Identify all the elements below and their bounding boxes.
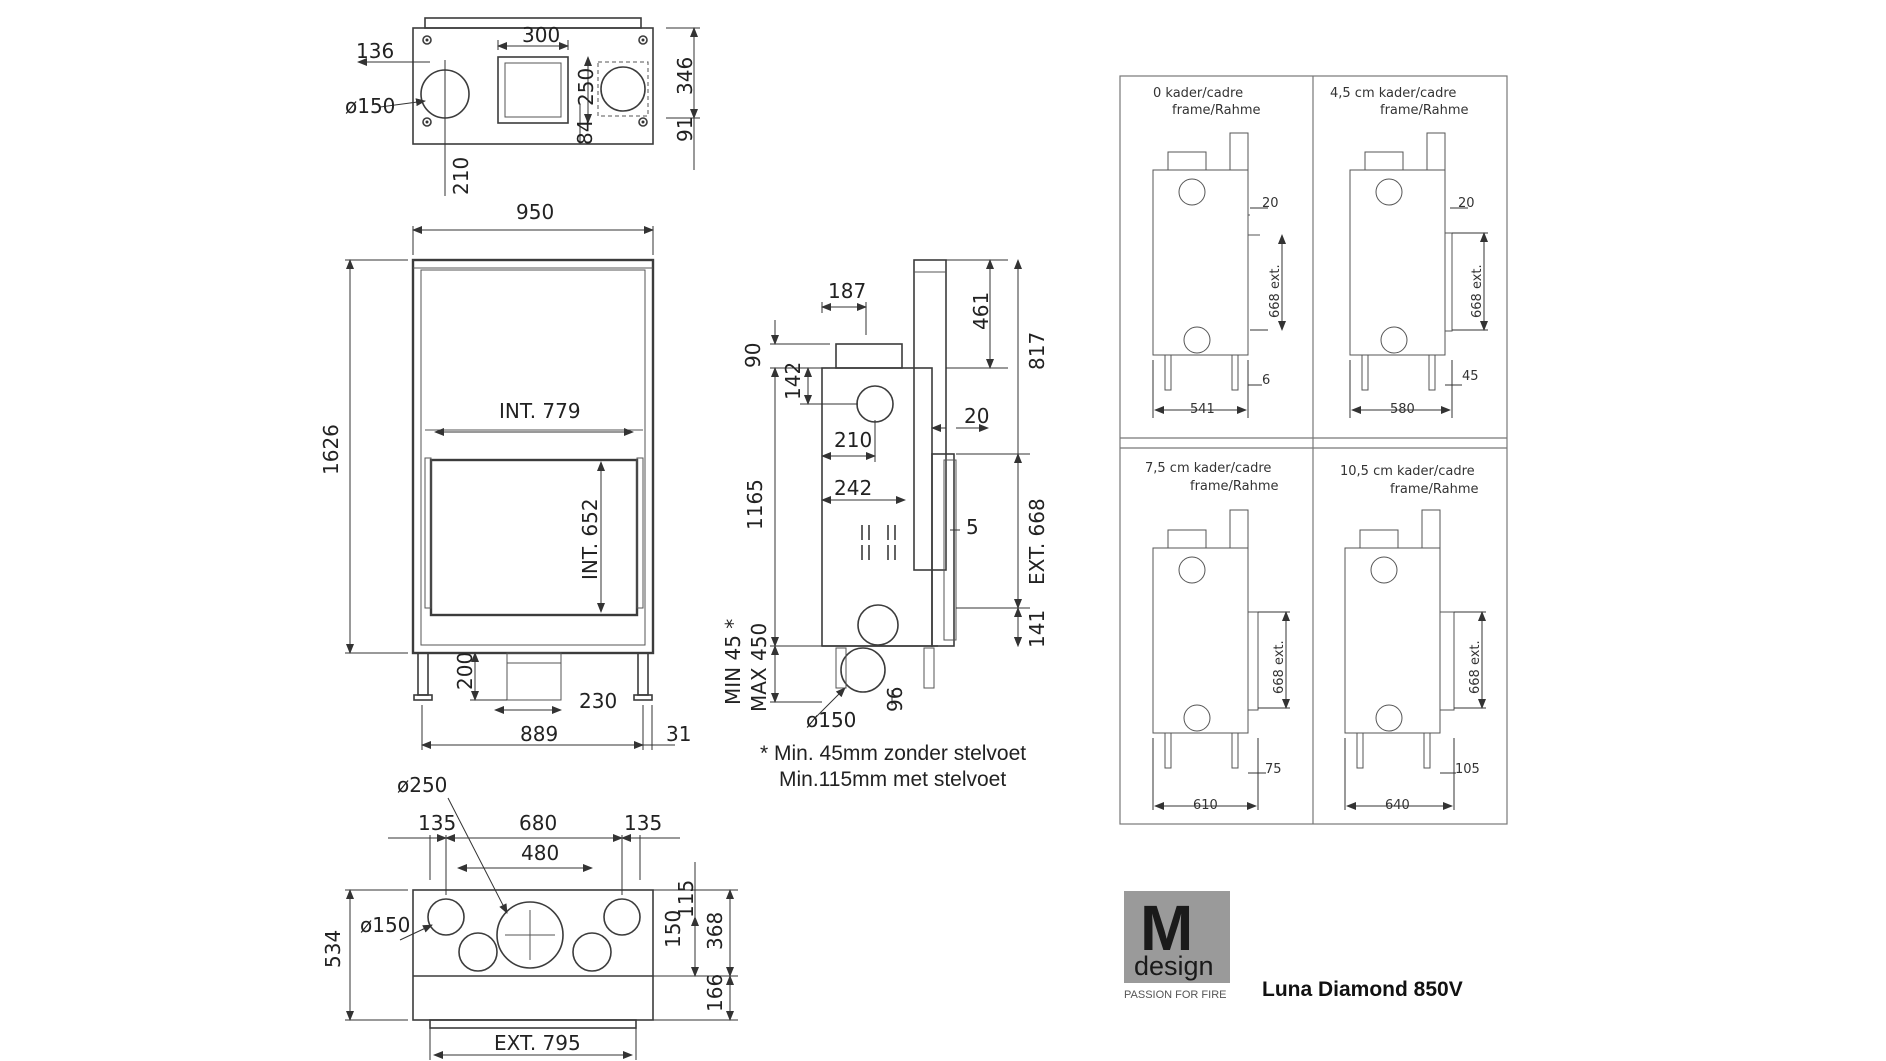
frame-3-width: 640 — [1385, 798, 1410, 813]
frame-3-ext: 668 ext. — [1468, 640, 1483, 694]
side-dim-ext-668: EXT. 668 — [1025, 498, 1049, 585]
side-view: 187 461 817 90 142 210 20 242 1165 5 EXT… — [721, 259, 1049, 732]
bottom-dim-680: 680 — [519, 811, 557, 835]
top-view-flue-square — [497, 56, 569, 124]
top-dim-91: 91 — [673, 117, 697, 142]
frame-3-title: 10,5 cm kader/cadre — [1340, 464, 1475, 479]
front-view: 950 1626 INT. 779 INT. 652 200 230 889 3… — [319, 200, 691, 750]
front-view-glass — [429, 458, 639, 617]
frame-3-subtitle: frame/Rahme — [1390, 482, 1479, 497]
frame-0-ext: 668 ext. — [1268, 264, 1283, 318]
side-dim-242: 242 — [834, 476, 872, 500]
side-dim-817: 817 — [1025, 332, 1049, 370]
frame-1-ext: 668 ext. — [1470, 264, 1485, 318]
frame-0-title: 0 kader/cadre — [1153, 86, 1243, 101]
side-dim-187: 187 — [828, 279, 866, 303]
side-dim-142: 142 — [781, 362, 805, 400]
frame-panel-7-5cm: 7,5 cm kader/cadre frame/Rahme 668 ext. … — [1145, 461, 1290, 813]
frame-3-side: 105 — [1455, 762, 1480, 777]
side-dim-max450: MAX 450 — [747, 623, 771, 712]
side-dim-210: 210 — [834, 428, 872, 452]
frame-2-title: 7,5 cm kader/cadre — [1145, 461, 1271, 476]
frame-options: 0 kader/cadre frame/Rahme 20 668 ext. 6 … — [1119, 75, 1508, 825]
frame-0-width: 541 — [1190, 402, 1215, 417]
frame-2-ext: 668 ext. — [1272, 640, 1287, 694]
brand-block: M design PASSION FOR FIRE Luna Diamond 8… — [1124, 891, 1463, 1001]
bottom-dim-150: ø150 — [360, 913, 410, 937]
frame-2-subtitle: frame/Rahme — [1190, 479, 1279, 494]
top-view: 136 300 250 346 ø150 84 91 210 — [345, 17, 700, 196]
top-dim-84: 84 — [573, 120, 597, 145]
front-dim-31: 31 — [666, 722, 691, 746]
side-dim-141: 141 — [1025, 610, 1049, 648]
front-dim-int-652: INT. 652 — [578, 498, 602, 580]
frame-1-width: 580 — [1390, 402, 1415, 417]
side-dim-5: 5 — [966, 515, 979, 539]
bottom-dim-ext-795: EXT. 795 — [494, 1031, 581, 1055]
bottom-dim-534: 534 — [321, 930, 345, 968]
note-line-2: Min.115mm met stelvoet — [779, 768, 1006, 791]
top-dim-210: 210 — [449, 157, 473, 195]
top-dim-150: ø150 — [345, 94, 395, 118]
front-view-body — [411, 258, 655, 655]
frame-0-side: 6 — [1262, 373, 1270, 388]
front-dim-int-779: INT. 779 — [499, 399, 581, 423]
note-line-1: * Min. 45mm zonder stelvoet — [760, 742, 1026, 765]
bottom-dim-166: 166 — [703, 974, 727, 1012]
top-dim-250: 250 — [574, 68, 598, 106]
front-dim-230: 230 — [579, 689, 617, 713]
top-dim-346: 346 — [673, 57, 697, 95]
top-dim-300: 300 — [522, 23, 560, 47]
bottom-view: ø250 135 680 135 480 534 ø150 115 150 36… — [321, 773, 738, 1060]
bottom-view-body — [412, 889, 654, 1021]
front-dim-950: 950 — [516, 200, 554, 224]
logo-letter-m: M — [1140, 892, 1193, 964]
bottom-dim-480: 480 — [521, 841, 559, 865]
frame-1-side: 45 — [1462, 369, 1479, 384]
bottom-dim-150b: 150 — [661, 910, 685, 948]
frame-2-side: 75 — [1265, 762, 1282, 777]
frame-1-subtitle: frame/Rahme — [1380, 103, 1469, 118]
frame-1-gap: 20 — [1458, 196, 1475, 211]
frame-panel-4-5cm: 4,5 cm kader/cadre frame/Rahme 20 668 ex… — [1330, 86, 1488, 418]
side-dim-150: ø150 — [806, 708, 856, 732]
frame-1-title: 4,5 cm kader/cadre — [1330, 86, 1456, 101]
mdesign-logo — [1124, 891, 1230, 983]
frame-0-subtitle: frame/Rahme — [1172, 103, 1261, 118]
installation-note: * Min. 45mm zonder stelvoet Min.115mm me… — [760, 742, 1026, 791]
bottom-dim-135-right: 135 — [624, 811, 662, 835]
logo-word-design: design — [1134, 951, 1214, 981]
bottom-dim-115: 115 — [674, 880, 698, 918]
frame-0-gap: 20 — [1262, 196, 1279, 211]
bottom-dim-135-left: 135 — [418, 811, 456, 835]
front-dim-1626: 1626 — [319, 424, 343, 475]
top-dim-136: 136 — [356, 39, 394, 63]
side-dim-90: 90 — [741, 343, 765, 368]
side-dim-min45: MIN 45 * — [721, 619, 745, 705]
front-dim-889: 889 — [520, 722, 558, 746]
bottom-dim-368: 368 — [703, 912, 727, 950]
bottom-dim-250: ø250 — [397, 773, 447, 797]
frame-panel-10-5cm: 10,5 cm kader/cadre frame/Rahme 668 ext.… — [1340, 464, 1486, 813]
side-dim-96: 96 — [883, 687, 907, 712]
frame-panel-0cm: 0 kader/cadre frame/Rahme 20 668 ext. 6 … — [1152, 86, 1286, 418]
brand-tagline: PASSION FOR FIRE — [1124, 989, 1226, 1001]
frame-2-width: 610 — [1193, 798, 1218, 813]
side-dim-461: 461 — [969, 292, 993, 330]
product-name: Luna Diamond 850V — [1262, 978, 1463, 1001]
front-dim-200: 200 — [453, 652, 477, 690]
side-dim-20: 20 — [964, 404, 989, 428]
side-dim-1165: 1165 — [743, 479, 767, 530]
